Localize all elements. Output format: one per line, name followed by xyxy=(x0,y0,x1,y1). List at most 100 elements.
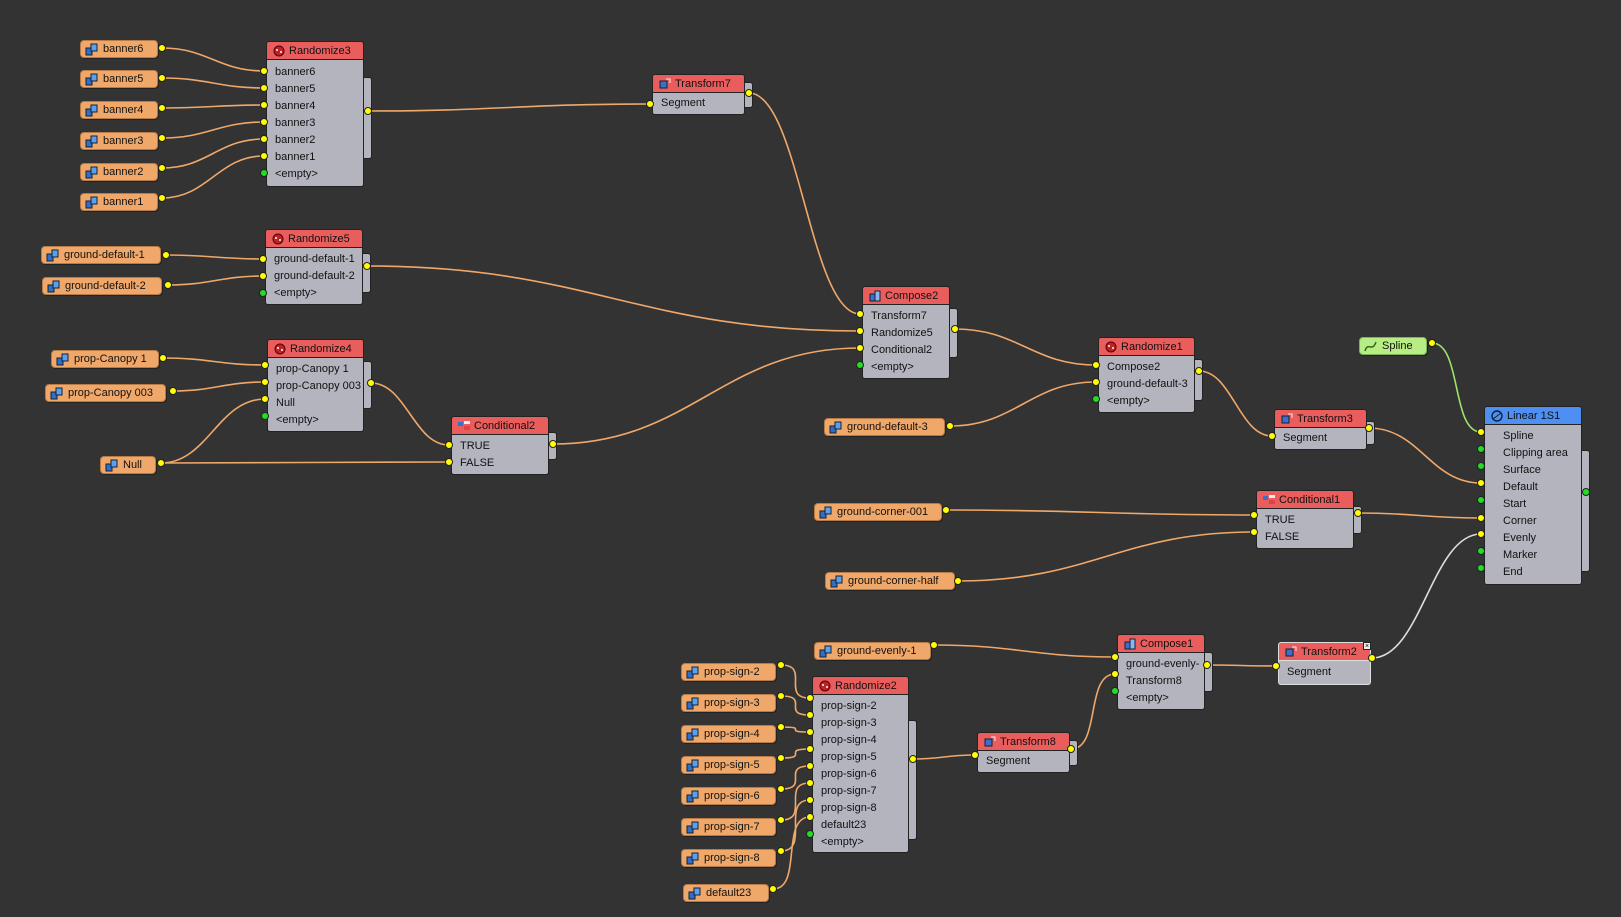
source-node-spline[interactable]: Spline xyxy=(1359,337,1427,355)
input-port[interactable] xyxy=(445,441,453,449)
source-output-port[interactable] xyxy=(158,194,166,202)
wire[interactable] xyxy=(165,254,264,260)
node-header[interactable]: Randomize1 xyxy=(1098,337,1195,356)
input-port[interactable] xyxy=(806,711,814,719)
node-header[interactable]: Transform3 xyxy=(1274,409,1367,428)
source-output-port[interactable] xyxy=(777,723,785,731)
source-output-port[interactable] xyxy=(777,692,785,700)
wire[interactable] xyxy=(945,509,1255,516)
wire[interactable] xyxy=(552,347,861,445)
empty-input-port[interactable] xyxy=(856,361,864,369)
output-port[interactable] xyxy=(1195,367,1203,375)
node-header[interactable]: Conditional1 xyxy=(1256,490,1354,509)
input-port[interactable] xyxy=(1477,479,1485,487)
source-output-port[interactable] xyxy=(954,577,962,585)
wire[interactable] xyxy=(957,531,1255,582)
wire[interactable] xyxy=(161,77,265,89)
source-output-port[interactable] xyxy=(930,641,938,649)
input-port[interactable] xyxy=(1092,361,1100,369)
wire[interactable] xyxy=(370,382,450,446)
source-node-ground-default-2[interactable]: ground-default-2 xyxy=(42,277,162,295)
wire[interactable] xyxy=(172,381,266,392)
source-output-port[interactable] xyxy=(946,422,954,430)
input-port[interactable] xyxy=(806,694,814,702)
source-node-prop-sign-8[interactable]: prop-sign-8 xyxy=(681,849,776,867)
empty-input-port[interactable] xyxy=(1477,462,1485,470)
input-port[interactable] xyxy=(806,779,814,787)
source-node-banner5[interactable]: banner5 xyxy=(80,70,158,88)
input-port[interactable] xyxy=(1272,662,1280,670)
input-port[interactable] xyxy=(1092,378,1100,386)
source-node-banner4[interactable]: banner4 xyxy=(80,101,158,119)
source-output-port[interactable] xyxy=(162,251,170,259)
wire[interactable] xyxy=(780,664,811,699)
source-output-port[interactable] xyxy=(169,387,177,395)
source-node-prop-sign-7[interactable]: prop-sign-7 xyxy=(681,818,776,836)
source-output-port[interactable] xyxy=(1428,339,1436,347)
wire[interactable] xyxy=(748,92,861,315)
output-tab[interactable] xyxy=(1582,450,1590,572)
empty-input-port[interactable] xyxy=(1111,687,1119,695)
input-port[interactable] xyxy=(261,361,269,369)
source-node-prop-canopy-003[interactable]: prop-Canopy 003 xyxy=(45,384,166,402)
empty-input-port[interactable] xyxy=(1477,547,1485,555)
source-output-port[interactable] xyxy=(777,661,785,669)
wire[interactable] xyxy=(1357,512,1482,519)
wire[interactable] xyxy=(366,265,861,332)
input-port[interactable] xyxy=(806,813,814,821)
wire[interactable] xyxy=(1198,370,1273,437)
wire[interactable] xyxy=(161,155,265,199)
wire[interactable] xyxy=(162,357,266,366)
output-tab[interactable] xyxy=(1070,740,1078,766)
node-header[interactable]: Randomize5 xyxy=(265,229,363,248)
input-port[interactable] xyxy=(260,135,268,143)
input-port[interactable] xyxy=(971,751,979,759)
output-port[interactable] xyxy=(909,755,917,763)
source-node-banner3[interactable]: banner3 xyxy=(80,132,158,150)
output-tab[interactable] xyxy=(1354,506,1362,534)
source-node-ground-corner-half[interactable]: ground-corner-half xyxy=(825,572,955,590)
empty-input-port[interactable] xyxy=(1582,488,1590,496)
empty-input-port[interactable] xyxy=(261,412,269,420)
input-port[interactable] xyxy=(260,152,268,160)
output-port[interactable] xyxy=(363,262,371,270)
wire[interactable] xyxy=(954,328,1097,366)
source-node-ground-corner-001[interactable]: ground-corner-001 xyxy=(814,503,942,521)
wire[interactable] xyxy=(161,138,265,169)
node-header[interactable]: Compose1 xyxy=(1117,634,1205,653)
output-port[interactable] xyxy=(1203,661,1211,669)
output-port[interactable] xyxy=(1354,509,1362,517)
source-node-ground-default-1[interactable]: ground-default-1 xyxy=(41,246,161,264)
output-tab[interactable] xyxy=(363,253,371,293)
source-output-port[interactable] xyxy=(942,506,950,514)
empty-input-port[interactable] xyxy=(1477,496,1485,504)
source-node-default23[interactable]: default23 xyxy=(683,884,769,902)
output-port[interactable] xyxy=(1368,654,1376,662)
output-port[interactable] xyxy=(1365,424,1373,432)
source-node-prop-sign-6[interactable]: prop-sign-6 xyxy=(681,787,776,805)
node-header[interactable]: Conditional2 xyxy=(451,416,549,435)
source-node-banner2[interactable]: banner2 xyxy=(80,163,158,181)
wire[interactable] xyxy=(912,754,976,760)
wire[interactable] xyxy=(780,765,811,790)
output-port[interactable] xyxy=(364,107,372,115)
output-port[interactable] xyxy=(745,89,753,97)
output-port[interactable] xyxy=(367,379,375,387)
empty-input-port[interactable] xyxy=(1477,564,1485,572)
node-header[interactable]: Randomize4 xyxy=(267,339,364,358)
input-port[interactable] xyxy=(1111,670,1119,678)
source-output-port[interactable] xyxy=(157,459,165,467)
wire[interactable] xyxy=(367,103,651,112)
source-output-port[interactable] xyxy=(158,164,166,172)
wire[interactable] xyxy=(780,799,811,852)
output-tab[interactable] xyxy=(1367,421,1375,445)
input-port[interactable] xyxy=(806,745,814,753)
wire[interactable] xyxy=(1206,664,1277,667)
wire[interactable] xyxy=(161,121,265,139)
source-output-port[interactable] xyxy=(159,354,167,362)
input-port[interactable] xyxy=(261,378,269,386)
source-output-port[interactable] xyxy=(777,754,785,762)
node-header[interactable]: Linear 1S1 xyxy=(1484,406,1582,425)
input-port[interactable] xyxy=(806,728,814,736)
